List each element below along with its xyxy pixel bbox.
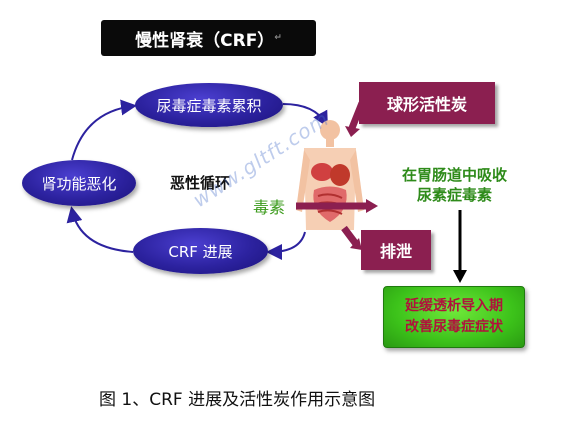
toxin-label: 毒素: [253, 198, 286, 217]
absorb-description: 在胃肠道中吸收 尿素症毒素: [402, 165, 507, 205]
vicious-cycle-label: 恶性循环: [170, 174, 231, 192]
node-spherical-activated-carbon: 球形活性炭: [359, 82, 495, 124]
node-label: 排泄: [379, 242, 412, 261]
effect-line-1: 延缓透析导入期: [405, 298, 503, 314]
arrow-left-to-top: [71, 99, 137, 161]
node-label: 肾功能恶化: [41, 174, 117, 193]
effect-line-2: 改善尿毒症症状: [405, 319, 503, 335]
arrow-body-to-bottom: [266, 231, 306, 260]
absorb-line-2: 尿素症毒素: [417, 186, 493, 204]
arrow-bottom-to-left: [66, 206, 134, 253]
arrow-top-to-body: [282, 103, 328, 128]
figure-caption: 图 1、CRF 进展及活性炭作用示意图: [99, 385, 375, 410]
node-renal-function-worsening: 肾功能恶化: [22, 160, 136, 206]
node-label: 尿毒症毒素累积: [156, 96, 262, 115]
absorb-line-1: 在胃肠道中吸收: [402, 166, 508, 184]
node-therapeutic-effect: 延缓透析导入期 改善尿毒症症状: [383, 286, 525, 348]
node-excretion: 排泄: [361, 230, 431, 270]
node-label: CRF 进展: [168, 242, 233, 261]
diagram-title-text: 慢性肾衰（CRF）: [135, 30, 275, 51]
node-label: 球形活性炭: [386, 95, 467, 114]
caption-text: 图 1、CRF 进展及活性炭作用示意图: [99, 390, 376, 410]
node-crf-progression: CRF 进展: [133, 228, 268, 274]
diagram-title: 慢性肾衰（CRF） ↵: [101, 20, 316, 56]
paragraph-mark: ↵: [274, 33, 282, 43]
node-uremic-toxin-accumulation: 尿毒症毒素累积: [135, 83, 283, 127]
arrow-body-to-excretion: [341, 225, 359, 247]
